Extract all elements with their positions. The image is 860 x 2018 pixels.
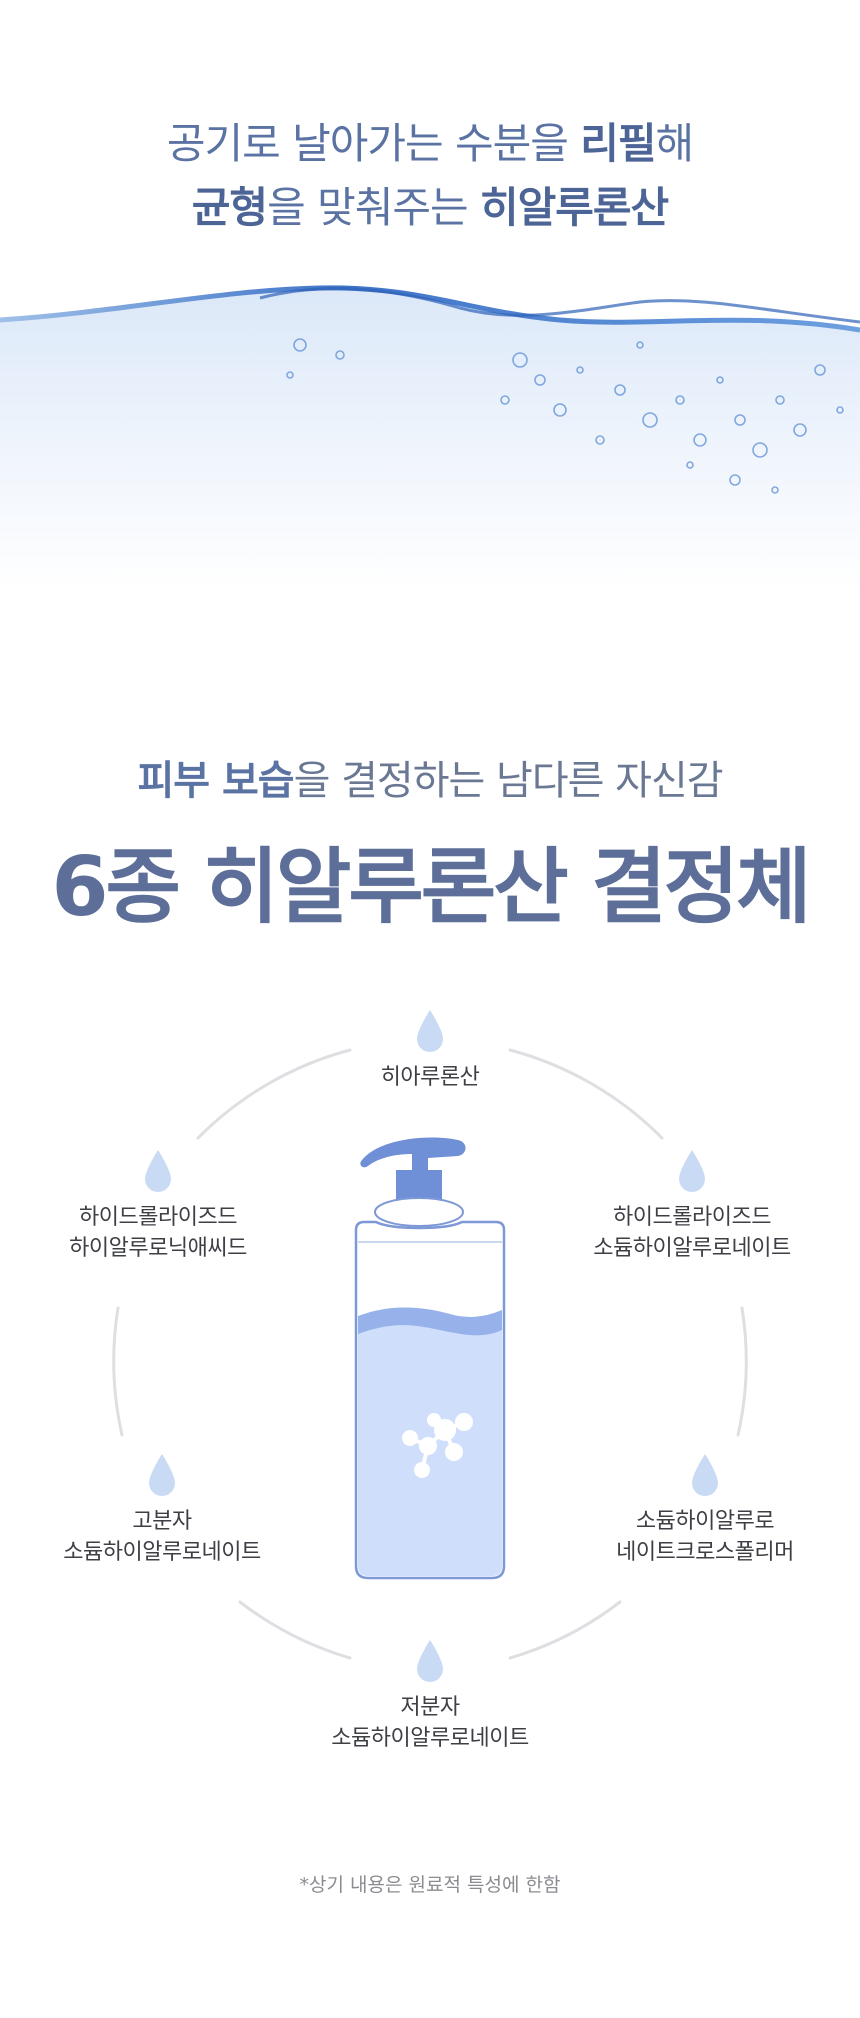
ingredient-bottom-line2: 소듐하이알루로네이트 — [331, 1726, 529, 1751]
ingredient-top-label: 히아루론산 — [280, 1062, 580, 1093]
ingredient-left-upper-line1: 하이드롤라이즈드 — [79, 1205, 237, 1230]
ingredient-right-upper-line1: 하이드롤라이즈드 — [613, 1205, 771, 1230]
hero-line-1-text: 공기로 날아가는 수분을 — [166, 119, 581, 168]
subtitle: 피부 보습을 결정하는 남다른 자신감 — [0, 748, 860, 806]
left-lower-droplet-icon — [149, 1454, 175, 1496]
hero-highlight-hyaluronic: 히알루론산 — [479, 183, 669, 232]
right-lower-droplet-icon — [692, 1454, 718, 1496]
subtitle-highlight: 피부 보습 — [137, 758, 294, 804]
water-wave-image — [0, 285, 860, 590]
ingredient-ring — [112, 1048, 748, 1660]
ingredient-top-line1: 히아루론산 — [380, 1065, 480, 1090]
pump-bottle-image — [354, 1137, 506, 1580]
ingredient-bottom-line1: 저분자 — [400, 1695, 460, 1720]
footnote: *상기 내용은 원료적 특성에 한함 — [299, 1874, 561, 1896]
hero-line-1: 공기로 날아가는 수분을 리필해 — [0, 116, 860, 172]
hero-highlight-balance: 균형 — [191, 183, 268, 232]
ingredient-right-upper-line2: 소듐하이알루로네이트 — [593, 1236, 791, 1261]
hero-line-2-text: 을 맞춰주는 — [267, 183, 480, 232]
ingredient-left-lower-line2: 소듐하이알루로네이트 — [63, 1540, 261, 1565]
bottom-droplet-icon — [417, 1640, 443, 1682]
hero-line-1-end: 해 — [655, 119, 695, 168]
ingredient-right-lower-line1: 소듐하이알루로 — [635, 1509, 775, 1534]
ingredient-left-upper-line2: 하이알루로닉애씨드 — [69, 1236, 247, 1261]
top-droplet-icon — [417, 1010, 443, 1052]
right-upper-droplet-icon — [679, 1150, 705, 1192]
hero-line-2: 균형을 맞춰주는 히알루론산 — [0, 180, 860, 236]
ingredient-right-lower-line2: 네이트크로스폴리머 — [616, 1540, 794, 1565]
subtitle-text: 을 결정하는 남다른 자신감 — [293, 758, 724, 804]
headline: 6종 히알루론산 결정체 — [51, 840, 811, 935]
left-upper-droplet-icon — [145, 1150, 171, 1192]
ingredient-left-lower-line1: 고분자 — [132, 1509, 192, 1534]
hero-highlight-refill: 리필 — [580, 119, 656, 168]
